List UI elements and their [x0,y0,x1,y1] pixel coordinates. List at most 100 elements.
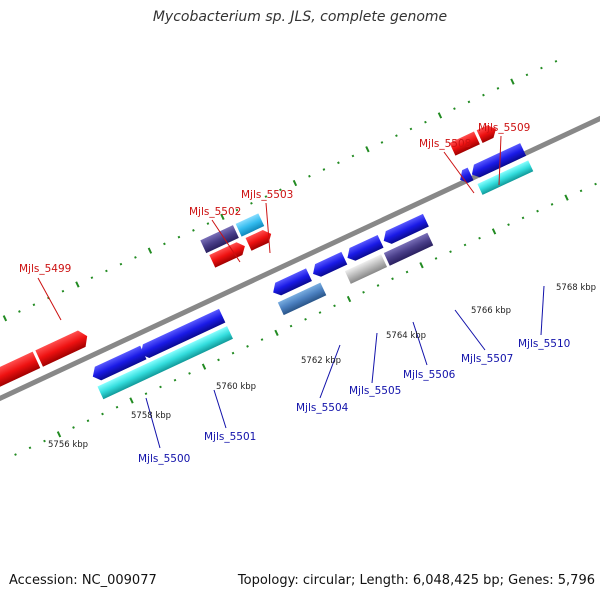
gene-mjls-5508-arrow[interactable] [449,131,480,156]
gene-mjls-5502-arrow[interactable] [200,225,239,254]
tick-mark [173,378,177,382]
tick-mark [304,317,307,321]
tick-mark [424,120,427,124]
tick-mark [260,338,264,341]
tick-mark [217,358,220,362]
tick-mark [129,397,134,404]
tick-mark [453,107,456,110]
tick-mark [235,208,239,212]
tick-mark [308,174,311,178]
tick-mark [105,269,108,273]
gene-label-mjls-5506[interactable]: Mjls_5506 [403,369,456,381]
tick-mark [391,277,394,281]
tick-mark [351,154,355,158]
gene-arrow[interactable] [209,240,248,268]
gene-label-mjls-5499[interactable]: Mjls_5499 [19,263,71,275]
tick-mark [395,134,398,138]
leader-line [145,397,161,449]
gene-label-mjls-5510[interactable]: Mjls_5510 [518,338,570,350]
gene-arrow[interactable] [380,213,429,247]
tick-mark [510,78,515,85]
gene-label-mjls-5509[interactable]: Mjls_5509 [478,122,530,134]
tick-mark [159,385,162,389]
accession-text: Accession: NC_009077 [9,573,157,588]
tick-mark [409,127,413,131]
gene-arrow[interactable] [477,160,534,195]
tick-mark [554,59,558,63]
tick-mark [188,372,191,375]
gene-label-mjls-5508[interactable]: Mjls_5508 [419,138,471,150]
tick-mark [434,257,438,260]
tick-mark [220,213,225,220]
tick-mark [14,453,17,456]
genome-backbone [0,108,600,410]
gene-mjls-5505-arrow[interactable] [310,251,348,279]
tick-mark [540,66,543,70]
tick-mark [274,329,279,336]
tick-mark [2,315,8,322]
tick-mark [134,256,137,259]
scale-label: 5764 kbp [386,331,426,341]
tick-mark [86,419,90,423]
tick-mark [482,93,485,97]
leader-line [412,321,428,366]
tick-mark [147,247,153,254]
gene-mjls-5504-arrow[interactable] [277,282,327,316]
leader-line [211,219,241,263]
tick-mark [594,182,597,186]
tick-mark [437,112,443,119]
tick-mark [365,146,370,153]
forward-strand-ticks [2,59,558,322]
gene-arrow[interactable] [89,345,147,383]
gene-mjls-5500-arrow[interactable] [97,326,233,400]
gene-arrow[interactable] [270,268,312,298]
tick-mark [289,324,293,328]
tick-mark [346,295,352,303]
gene-label-mjls-5504[interactable]: Mjls_5504 [296,402,349,414]
tick-mark [333,304,336,308]
scale-label: 5762 kbp [301,356,341,366]
scale-label: 5756 kbp [48,440,88,450]
tick-mark [507,223,510,226]
gene-arrow[interactable] [245,227,275,251]
gene-mjls-5509-arrow[interactable] [476,123,499,143]
tick-mark [525,73,529,77]
gene-label-mjls-5503[interactable]: Mjls_5503 [241,189,293,201]
leader-line [443,151,475,194]
gene-arrow[interactable] [344,234,384,263]
gene-label-mjls-5507[interactable]: Mjls_5507 [461,353,513,365]
tick-mark [318,311,322,314]
tick-mark [419,262,424,269]
tick-mark [376,284,380,287]
gene-label-mjls-5501[interactable]: Mjls_5501 [204,431,256,443]
tick-mark [56,431,62,438]
gene-mjls-5499-arrow[interactable] [0,351,41,398]
gene-label-mjls-5505[interactable]: Mjls_5505 [349,385,401,397]
tick-mark [61,289,65,293]
leader-line [371,332,378,384]
gene-mjls-5510-arrow[interactable] [469,143,527,180]
tick-mark [405,270,409,274]
genome-summary-text: Topology: circular; Length: 6,048,425 bp… [237,573,595,588]
gene-arrow[interactable] [35,328,91,367]
tick-mark [521,216,525,220]
leader-line [319,344,341,399]
leader-line [37,277,62,321]
gene-mjls-5503-arrow[interactable] [235,213,265,237]
tick-mark [564,194,569,201]
tick-mark [362,290,365,294]
tick-mark [536,209,539,213]
gene-mjls-5507-arrow[interactable] [383,232,434,266]
gene-label-mjls-5502[interactable]: Mjls_5502 [189,206,241,218]
tick-mark [467,100,471,104]
leader-line [213,389,227,429]
scale-label: 5760 kbp [216,382,256,392]
tick-mark [264,195,268,198]
gene-arrow[interactable] [137,308,226,361]
gene-label-mjls-5500[interactable]: Mjls_5500 [138,453,190,465]
tick-mark [90,276,94,280]
gene-mjls-5506-arrow[interactable] [344,254,388,284]
tick-mark [246,345,249,348]
tick-mark [337,161,340,165]
